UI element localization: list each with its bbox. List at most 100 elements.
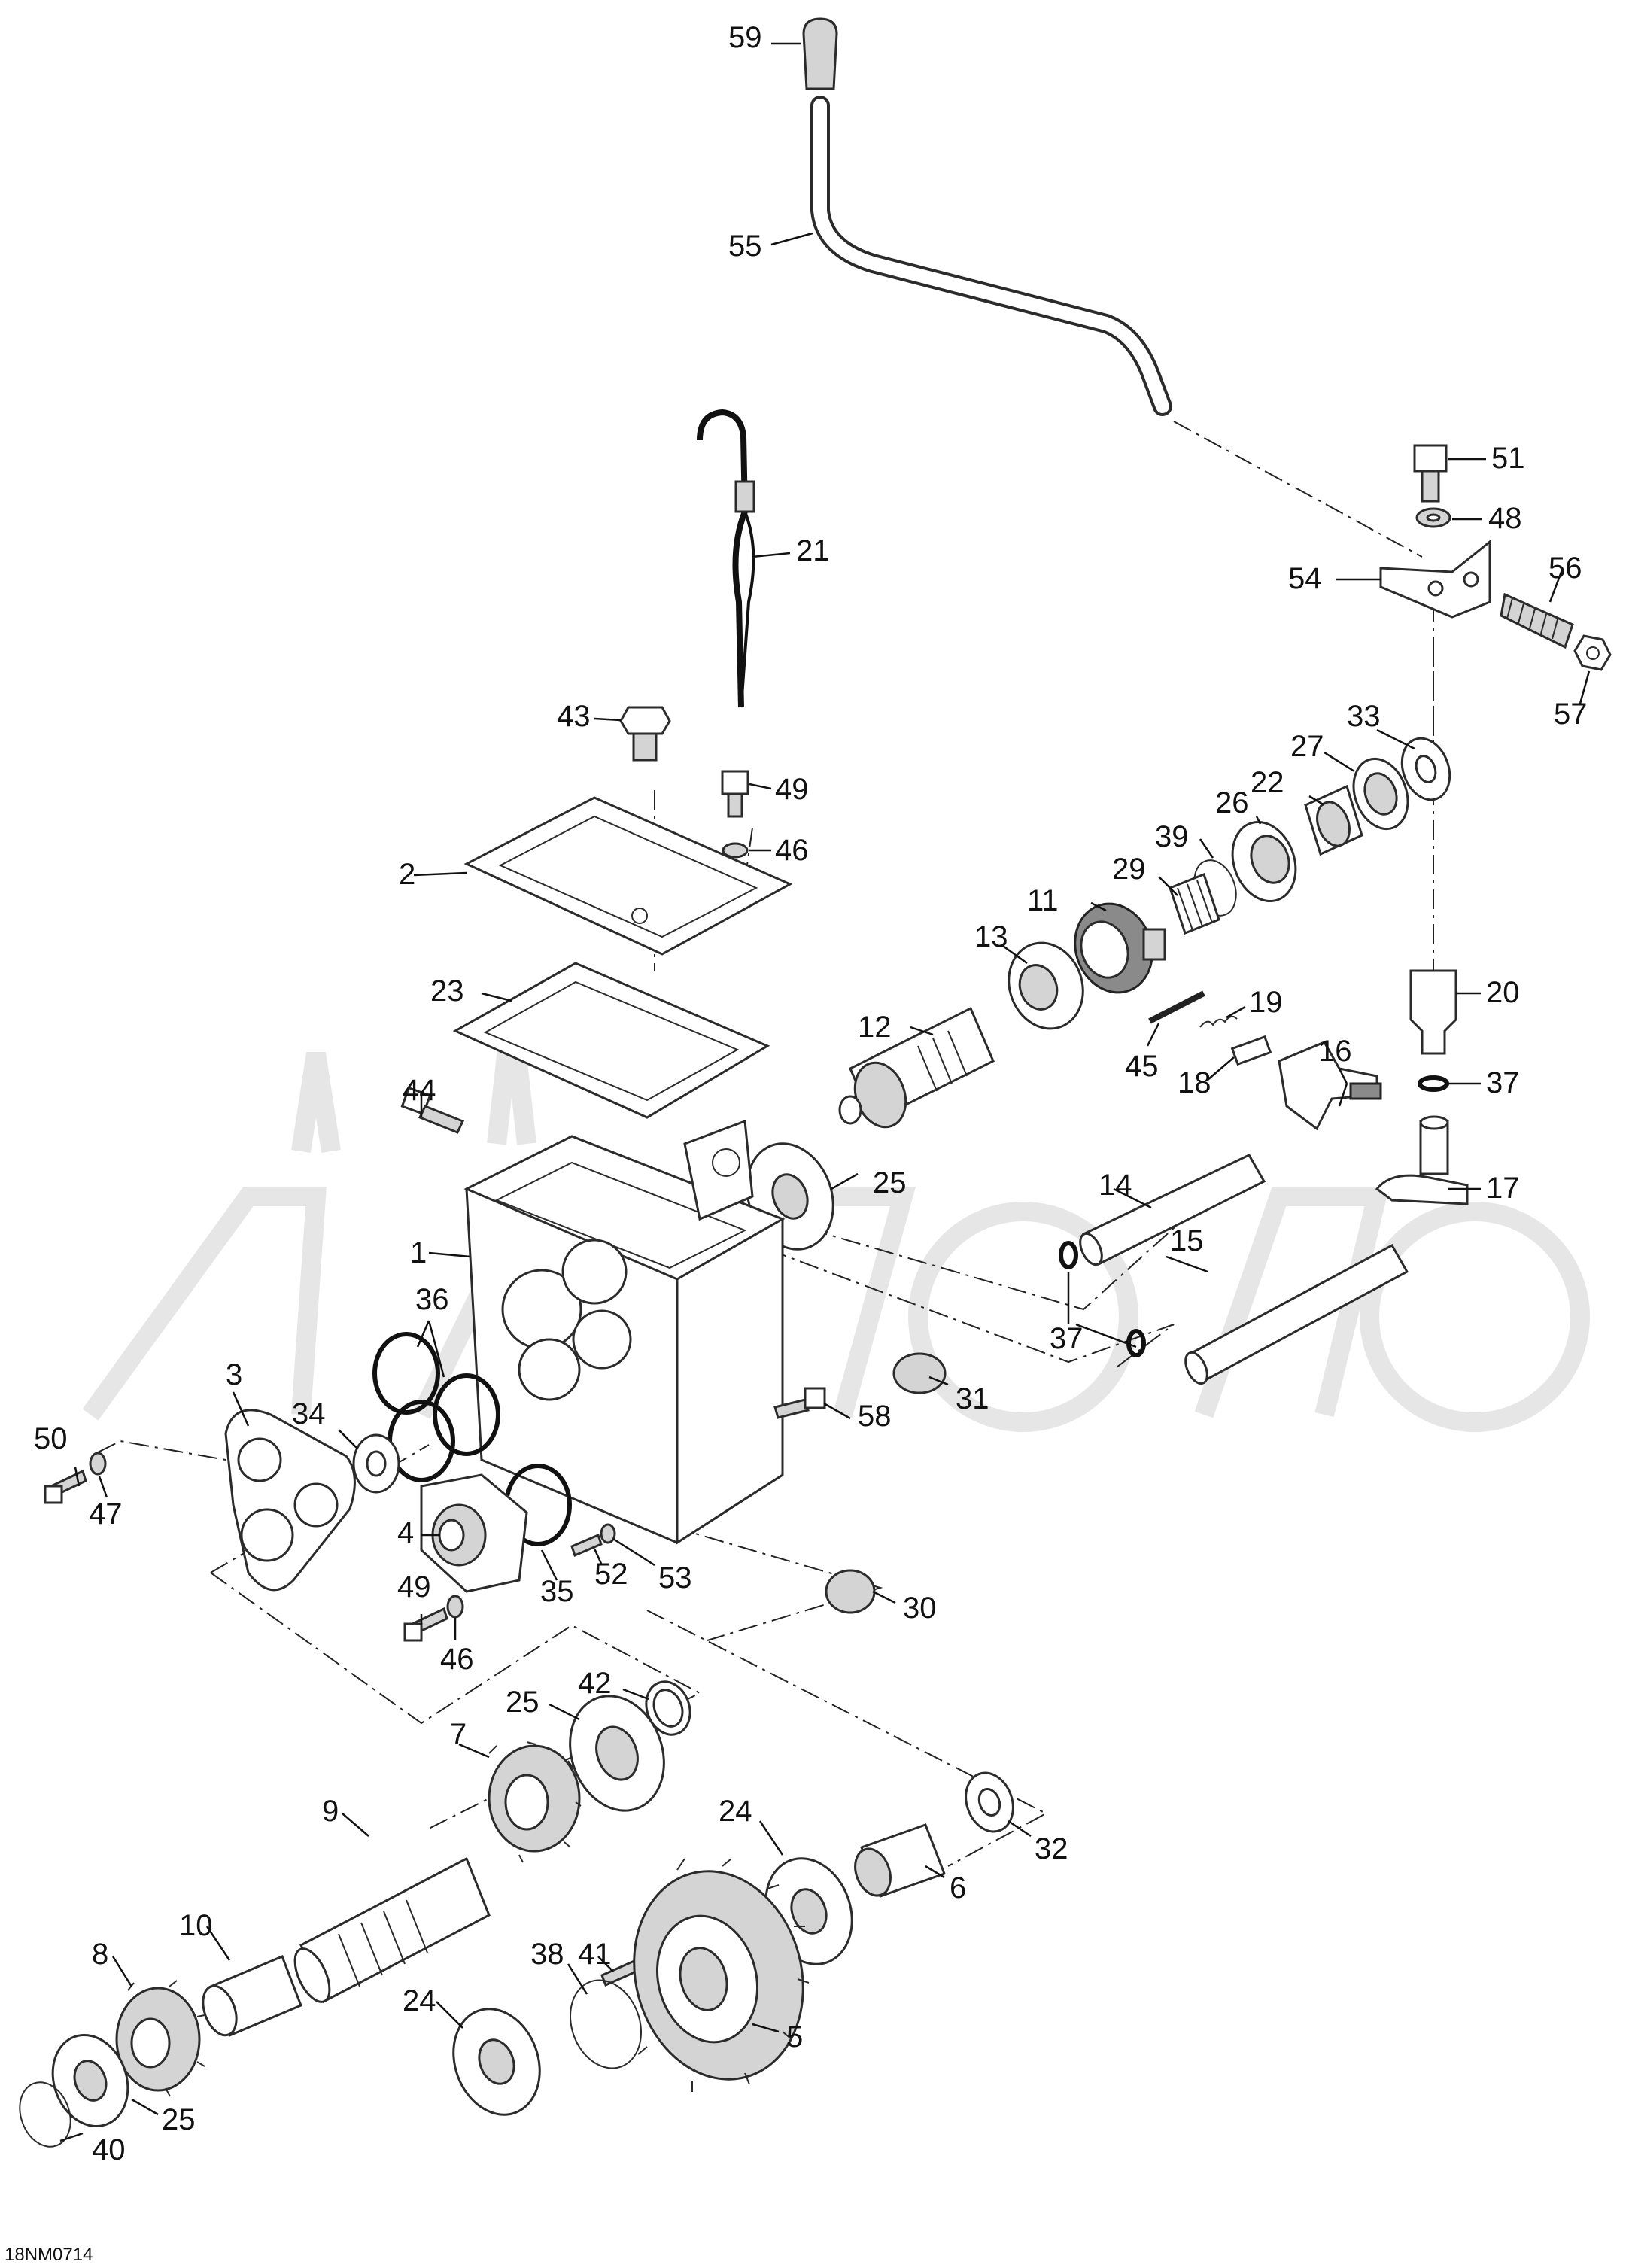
callout-18: 18 bbox=[1178, 1066, 1211, 1099]
callout-37-right: 37 bbox=[1486, 1066, 1520, 1099]
callout-10: 10 bbox=[179, 1909, 213, 1942]
callout-48: 48 bbox=[1488, 502, 1522, 535]
spacer-10 bbox=[202, 1955, 302, 2037]
oil-seal-34 bbox=[352, 1433, 400, 1494]
callout-50: 50 bbox=[34, 1422, 68, 1455]
bearing-24-lower bbox=[452, 2008, 541, 2116]
callout-23: 23 bbox=[430, 974, 464, 1008]
callout-37-left: 37 bbox=[1050, 1322, 1083, 1355]
callout-51: 51 bbox=[1491, 442, 1525, 475]
bolt-51 bbox=[1413, 444, 1448, 503]
shift-lever-grip bbox=[802, 17, 838, 90]
callout-31: 31 bbox=[956, 1382, 989, 1415]
output-shaft-12 bbox=[838, 1006, 995, 1129]
callout-5: 5 bbox=[786, 2020, 803, 2054]
callout-32: 32 bbox=[1035, 1832, 1068, 1865]
shift-arm-17 bbox=[1375, 1115, 1469, 1205]
bolt-44 bbox=[400, 1086, 465, 1134]
callout-36: 36 bbox=[415, 1283, 449, 1316]
callout-42: 42 bbox=[578, 1667, 612, 1700]
washer-32 bbox=[965, 1771, 1014, 1833]
callout-24-lower: 24 bbox=[403, 1984, 436, 2017]
callout-26: 26 bbox=[1215, 786, 1249, 819]
bearing-cover-4 bbox=[420, 1473, 528, 1593]
drawing-code: 18NM0714 bbox=[5, 2245, 93, 2265]
callout-20: 20 bbox=[1486, 976, 1520, 1009]
callout-4: 4 bbox=[397, 1516, 414, 1549]
nut-57 bbox=[1573, 634, 1612, 671]
callout-22: 22 bbox=[1251, 766, 1284, 799]
bearing-27 bbox=[1352, 757, 1409, 831]
bearing-25-lower bbox=[51, 2033, 129, 2128]
callout-27: 27 bbox=[1290, 730, 1324, 763]
shift-fork-16 bbox=[1278, 1041, 1382, 1131]
shift-bracket bbox=[1379, 539, 1491, 619]
dog-clutch-13 bbox=[1008, 941, 1084, 1030]
callout-40: 40 bbox=[92, 2133, 126, 2166]
watermark-logo bbox=[82, 1007, 1590, 1432]
callout-33: 33 bbox=[1347, 700, 1381, 733]
expansion-plug-30 bbox=[825, 1569, 876, 1614]
callout-30: 30 bbox=[903, 1592, 937, 1625]
screw-52 bbox=[570, 1533, 603, 1558]
callout-8: 8 bbox=[92, 1938, 108, 1971]
callout-9: 9 bbox=[322, 1795, 339, 1828]
callout-55: 55 bbox=[728, 230, 762, 263]
callout-58: 58 bbox=[858, 1400, 892, 1433]
callout-47: 47 bbox=[89, 1497, 123, 1531]
gear-8 bbox=[114, 1980, 205, 2097]
callout-21: 21 bbox=[796, 534, 830, 567]
spacer-42 bbox=[645, 1680, 691, 1736]
callout-53: 53 bbox=[658, 1561, 692, 1595]
dipstick bbox=[697, 409, 755, 708]
callout-24-upper: 24 bbox=[719, 1795, 752, 1828]
callout-39: 39 bbox=[1155, 820, 1189, 853]
plunger-18 bbox=[1230, 1035, 1272, 1066]
callout-41: 41 bbox=[578, 1938, 612, 1971]
callout-11: 11 bbox=[1027, 884, 1059, 917]
side-plate-3 bbox=[224, 1409, 356, 1592]
callout-25-middle: 25 bbox=[506, 1686, 539, 1719]
callout-35: 35 bbox=[540, 1575, 574, 1608]
bearing-26 bbox=[1231, 820, 1297, 903]
callout-3: 3 bbox=[226, 1358, 242, 1391]
callout-46-top: 46 bbox=[775, 834, 809, 867]
callout-25-upper: 25 bbox=[873, 1166, 907, 1199]
callout-7: 7 bbox=[450, 1718, 467, 1751]
callout-2: 2 bbox=[399, 858, 415, 891]
screw-49-top bbox=[721, 770, 749, 818]
expansion-plug-31 bbox=[892, 1352, 947, 1394]
callout-57: 57 bbox=[1554, 698, 1588, 731]
callout-15: 15 bbox=[1170, 1224, 1204, 1257]
callout-46-lower: 46 bbox=[440, 1643, 474, 1676]
bearing-25-middle bbox=[569, 1695, 665, 1812]
splined-shaft-9 bbox=[293, 1856, 491, 2004]
shift-shaft-14 bbox=[1079, 1154, 1266, 1266]
callout-13: 13 bbox=[974, 920, 1008, 953]
callout-54: 54 bbox=[1288, 562, 1322, 595]
callout-29: 29 bbox=[1112, 853, 1146, 886]
callout-25-lower: 25 bbox=[162, 2103, 196, 2136]
spring-19 bbox=[1199, 1015, 1238, 1028]
callout-34: 34 bbox=[292, 1397, 326, 1430]
gearbox-housing bbox=[463, 1119, 786, 1545]
callout-17: 17 bbox=[1486, 1172, 1520, 1205]
needle-bearing-29 bbox=[1169, 873, 1220, 935]
cover-plate bbox=[463, 796, 793, 956]
callout-52: 52 bbox=[594, 1558, 628, 1591]
callout-56: 56 bbox=[1548, 552, 1582, 585]
splined-sleeve-6 bbox=[854, 1823, 946, 1898]
screw-49-lower bbox=[403, 1607, 448, 1642]
callout-43: 43 bbox=[557, 700, 591, 733]
snap-ring-38 bbox=[569, 1979, 643, 2069]
callout-44: 44 bbox=[403, 1074, 436, 1107]
callout-45: 45 bbox=[1125, 1050, 1159, 1083]
callout-12: 12 bbox=[858, 1011, 892, 1044]
callout-38: 38 bbox=[530, 1938, 564, 1971]
gear-7 bbox=[488, 1741, 582, 1863]
callout-14: 14 bbox=[1099, 1169, 1132, 1202]
callout-6: 6 bbox=[950, 1871, 966, 1905]
callout-16: 16 bbox=[1318, 1035, 1352, 1068]
shift-dog-11 bbox=[1074, 902, 1166, 994]
roll-pin-45 bbox=[1148, 990, 1205, 1024]
